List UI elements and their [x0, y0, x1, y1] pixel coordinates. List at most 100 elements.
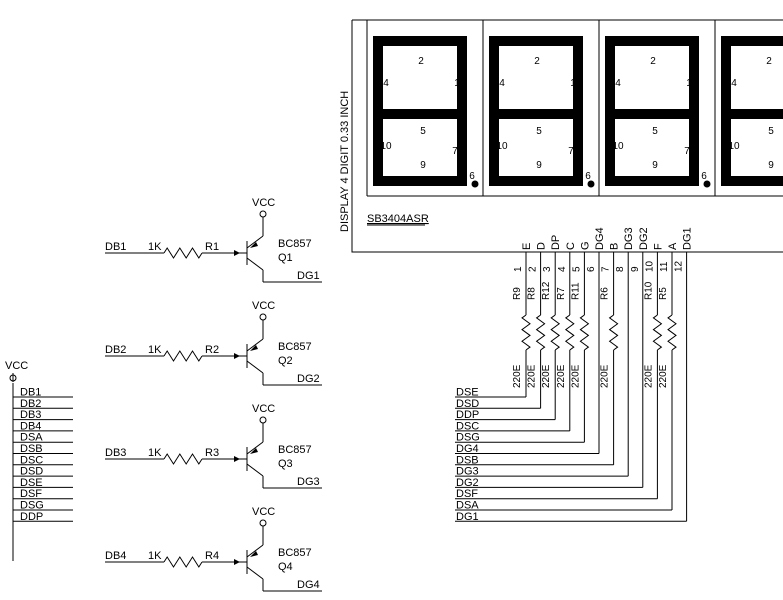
driver-resistor-value: 1K [148, 241, 162, 253]
right-bus-net-label: DSE [456, 387, 479, 399]
digit-group: 241510796241510796241510796241510796 [373, 36, 783, 188]
pin-number: 11 [659, 261, 670, 272]
driver-arrow [234, 250, 240, 256]
segment-number: 9 [536, 160, 542, 171]
transistor-ref: Q1 [278, 252, 293, 264]
segment-g [489, 109, 583, 119]
transistor-collector [246, 566, 264, 580]
pin-name: A [667, 242, 679, 250]
left-bus-net-label: DSD [20, 466, 43, 478]
driver-resistor-value: 1K [148, 550, 162, 562]
pin-resistor [550, 314, 561, 351]
pin-resistor-ref: R10 [643, 281, 654, 300]
pin-resistor-ref: R7 [556, 287, 567, 300]
pin-name: F [652, 243, 664, 250]
segment-number: 5 [652, 126, 658, 137]
transistor-ref: Q2 [278, 355, 293, 367]
left-bus-net-label: DSF [20, 488, 42, 500]
vcc-label: VCC [252, 300, 275, 312]
segment-number: 10 [380, 141, 392, 152]
driver-resistor-value: 1K [148, 447, 162, 459]
segment-number: 4 [383, 78, 389, 89]
right-bus-net-label: DSC [456, 420, 479, 432]
display-part-number: SB3404ASR [367, 213, 429, 225]
segment-number: 5 [536, 126, 542, 137]
segment-number: 7 [568, 146, 574, 157]
driver-output-net: DG3 [297, 476, 320, 488]
pin-name: DG1 [682, 227, 694, 250]
segment-d [489, 176, 583, 186]
right-bus-net-label: DSA [456, 500, 479, 512]
pin-name: DG3 [623, 227, 635, 250]
pin-resistor-ref: R9 [512, 287, 523, 300]
segment-number: 2 [418, 56, 424, 67]
transistor-part: BC857 [278, 238, 312, 250]
transistor-emitter-arrow [250, 551, 258, 557]
segment-number: 5 [420, 126, 426, 137]
driver-output-net: DG1 [297, 270, 320, 282]
segment-number: 9 [420, 160, 426, 171]
driver-resistor [163, 556, 203, 568]
segment-d [373, 176, 467, 186]
segment-number: 4 [731, 78, 737, 89]
pin-name: D [536, 242, 548, 250]
pin-number: 10 [644, 260, 655, 272]
transistor-emitter [246, 544, 264, 558]
pin-name: B [609, 243, 621, 250]
display-pins: E1R9220ED2R8220EDP3R12220EC4R7220EG5R112… [512, 227, 694, 522]
segment-f-e [373, 36, 383, 186]
left-bus-net-label: DB3 [20, 409, 41, 421]
left-bus-net-label: DSG [20, 500, 44, 512]
transistor-emitter-arrow [250, 448, 258, 454]
segment-dp [703, 180, 711, 188]
left-bus-net-label: DB4 [20, 420, 41, 432]
transistor-ref: Q4 [278, 561, 293, 573]
pin-number: 9 [630, 266, 641, 272]
left-bus-net-label: DSB [20, 443, 43, 455]
display-side-label: DISPLAY 4 DIGIT 0.33 INCH [339, 91, 351, 232]
segment-b-c [689, 36, 699, 186]
pin-number: 6 [586, 266, 597, 272]
right-bus-net-label: DSB [456, 454, 479, 466]
pin-name: DP [550, 235, 562, 250]
segment-number: 10 [728, 141, 740, 152]
segment-number: 6 [585, 171, 591, 182]
segment-a [489, 36, 583, 46]
segment-b-c [457, 36, 467, 186]
pin-resistor [521, 314, 531, 351]
transistor-emitter [246, 338, 264, 352]
right-bus-net-label: DG2 [456, 477, 479, 489]
vcc-label: VCC [252, 506, 275, 518]
segment-g [605, 109, 699, 119]
pin-resistor-value: 220E [556, 364, 567, 388]
left-bus-net-label: DSE [20, 477, 43, 489]
transistor-part: BC857 [278, 444, 312, 456]
segment-number: 6 [701, 171, 707, 182]
driver-arrow [234, 456, 240, 462]
pin-number: 4 [557, 266, 568, 272]
driver-resistor [163, 247, 203, 259]
transistor-collector [246, 463, 264, 477]
transistor-part: BC857 [278, 341, 312, 353]
right-bus-net-label: DSG [456, 432, 480, 444]
transistor-collector [246, 257, 264, 271]
segment-number: 10 [496, 141, 508, 152]
segment-number: 6 [469, 171, 475, 182]
segment-number: 4 [615, 78, 621, 89]
segment-number: 2 [534, 56, 540, 67]
driver-resistor [163, 453, 203, 465]
pin-resistor-value: 220E [512, 364, 523, 388]
driver-resistor-ref: R4 [205, 550, 219, 562]
pin-resistor [652, 314, 663, 351]
pin-resistor-ref: R8 [527, 287, 538, 300]
pin-resistor [667, 314, 677, 351]
